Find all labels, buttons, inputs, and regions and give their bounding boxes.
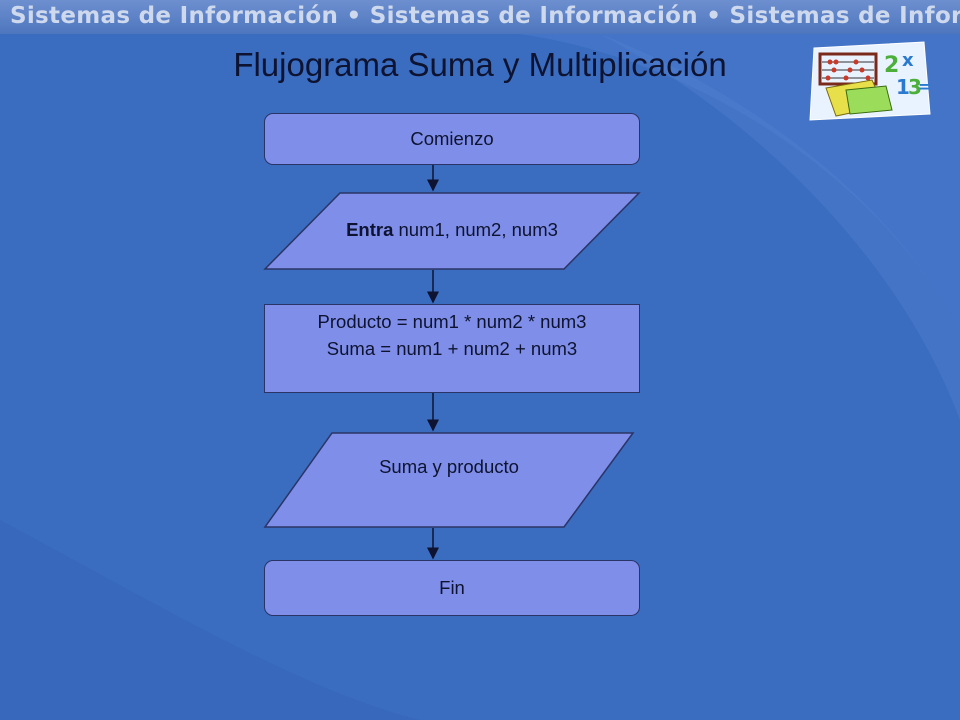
math-abacus-numbers-icon: 2 x 1 3 = <box>809 41 931 121</box>
input-keyword: Entra <box>346 218 394 240</box>
output-label: Suma y producto <box>379 455 519 477</box>
svg-text:=: = <box>918 77 931 96</box>
process-line-sum: Suma = num1 + num2 + num3 <box>326 337 578 359</box>
start-node: Comienzo <box>264 113 640 165</box>
end-label: Fin <box>439 576 465 598</box>
output-node-shape <box>263 432 635 528</box>
end-node: Fin <box>264 560 640 616</box>
header-banner: Sistemas de Información • Sistemas de In… <box>0 0 960 34</box>
process-line-product: Producto = num1 * num2 * num3 <box>317 311 587 332</box>
input-node: Entra num1, num2, num3 <box>264 192 640 270</box>
input-vars: num1, num2, num3 <box>393 218 558 240</box>
svg-text:2: 2 <box>884 53 899 78</box>
page-title: Flujograma Suma y Multiplicación <box>233 46 727 83</box>
output-node: Suma y producto <box>264 432 634 502</box>
process-node: Producto = num1 * num2 * num3 Suma = num… <box>264 304 640 393</box>
banner-text: Sistemas de Información • Sistemas de In… <box>10 3 960 29</box>
input-node-shape <box>263 192 641 270</box>
input-label: Entra num1, num2, num3 <box>346 217 558 244</box>
svg-text:x: x <box>902 50 914 71</box>
svg-text:1: 1 <box>896 75 910 99</box>
start-label: Comienzo <box>410 127 494 149</box>
svg-text:3: 3 <box>908 75 922 99</box>
